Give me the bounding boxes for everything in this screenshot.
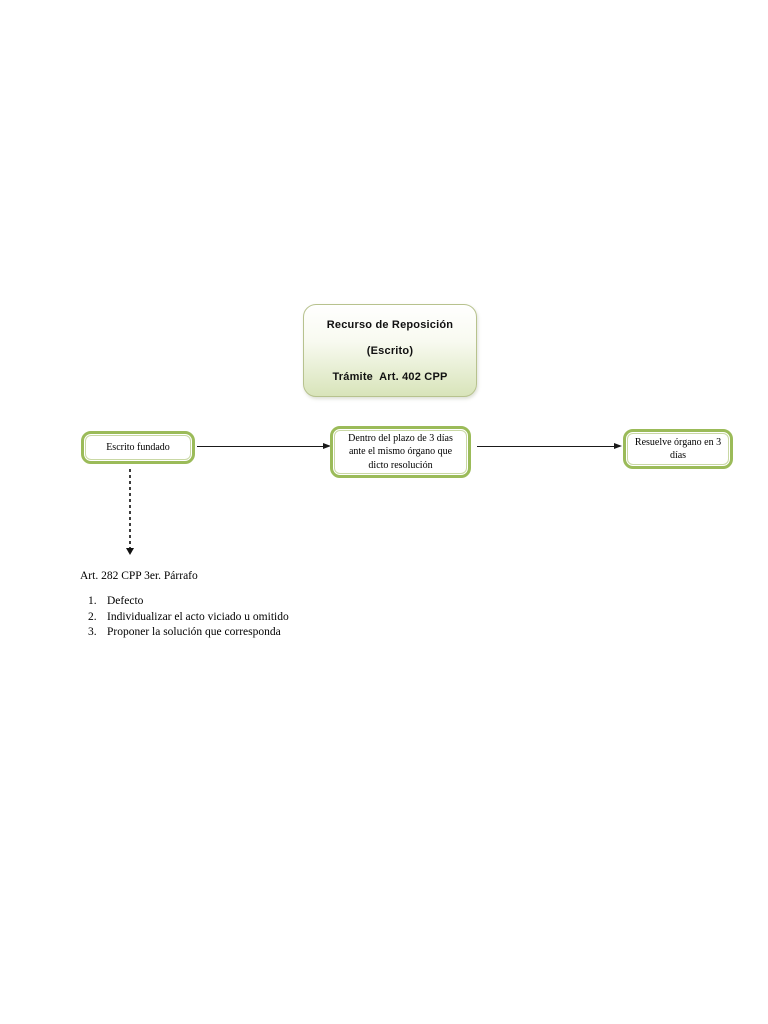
list-text: Proponer la solución que corresponda xyxy=(107,626,281,638)
list-item: 2. Individualizar el acto viciado u omit… xyxy=(88,610,289,626)
arrow-step1-to-step2 xyxy=(197,442,331,449)
list-text: Individualizar el acto viciado u omitido xyxy=(107,610,289,623)
flow-step-label: Resuelve órgano en 3 días xyxy=(627,433,729,465)
list-number: 2. xyxy=(88,610,97,623)
flow-step-label: Dentro del plazo de 3 días ante el mismo… xyxy=(334,430,467,474)
dashed-arrow-step1-to-note xyxy=(126,469,134,555)
flow-step-escrito-fundado: Escrito fundado xyxy=(81,431,195,464)
list-item: 1. Defecto xyxy=(88,594,289,610)
list-number: 3. xyxy=(88,626,97,638)
flow-step-label: Escrito fundado xyxy=(85,435,191,460)
note-list: 1. Defecto 2. Individualizar el acto vic… xyxy=(88,594,289,641)
title-box: Recurso de Reposición (Escrito) Trámite … xyxy=(303,304,477,397)
list-text: Defecto xyxy=(107,595,144,607)
list-number: 1. xyxy=(88,595,97,607)
title-line-3: Trámite Art. 402 CPP xyxy=(332,370,448,383)
title-line-1: Recurso de Reposición xyxy=(326,318,454,331)
arrow-step2-to-step3 xyxy=(477,442,622,449)
title-line-2: (Escrito) xyxy=(366,344,414,357)
note-heading: Art. 282 CPP 3er. Párrafo xyxy=(80,570,198,582)
flow-step-resuelve-organo: Resuelve órgano en 3 días xyxy=(623,429,733,469)
list-item: 3. Proponer la solución que corresponda xyxy=(88,625,289,641)
flow-step-plazo-3-dias: Dentro del plazo de 3 días ante el mismo… xyxy=(330,426,471,478)
